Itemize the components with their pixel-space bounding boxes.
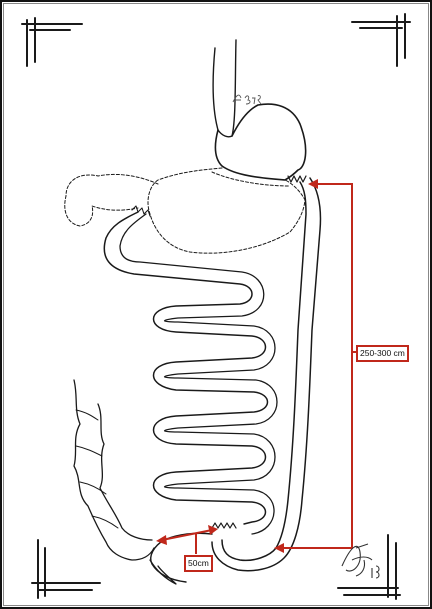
artist-signature-top [233,95,261,104]
arrowhead-top [308,179,318,189]
appendix [150,560,176,584]
esophagus [213,40,236,137]
jejunojejunostomy-staple-line [212,523,236,528]
short-limb-bracket [162,530,212,540]
annotation-arrowheads [156,179,318,553]
long-limb-length-label: 250-300 cm [356,345,409,362]
short-limb-length-label: 50cm [184,555,213,572]
duodenum [65,174,158,226]
arrowhead-left [156,535,167,545]
artist-signature-bottom [342,544,379,578]
biliopancreatic-limb [104,212,267,524]
arrowhead-bottom [274,543,284,553]
bp-limb-staple-line [132,206,150,216]
long-limb-bracket [280,184,352,548]
ascending-colon [74,380,154,560]
ascending-colon-outer [98,404,152,540]
biliopancreatic-limb-inner [120,214,277,534]
colon-haustra [76,410,118,528]
gastric-pouch [215,104,305,180]
remnant-stomach [148,168,305,253]
